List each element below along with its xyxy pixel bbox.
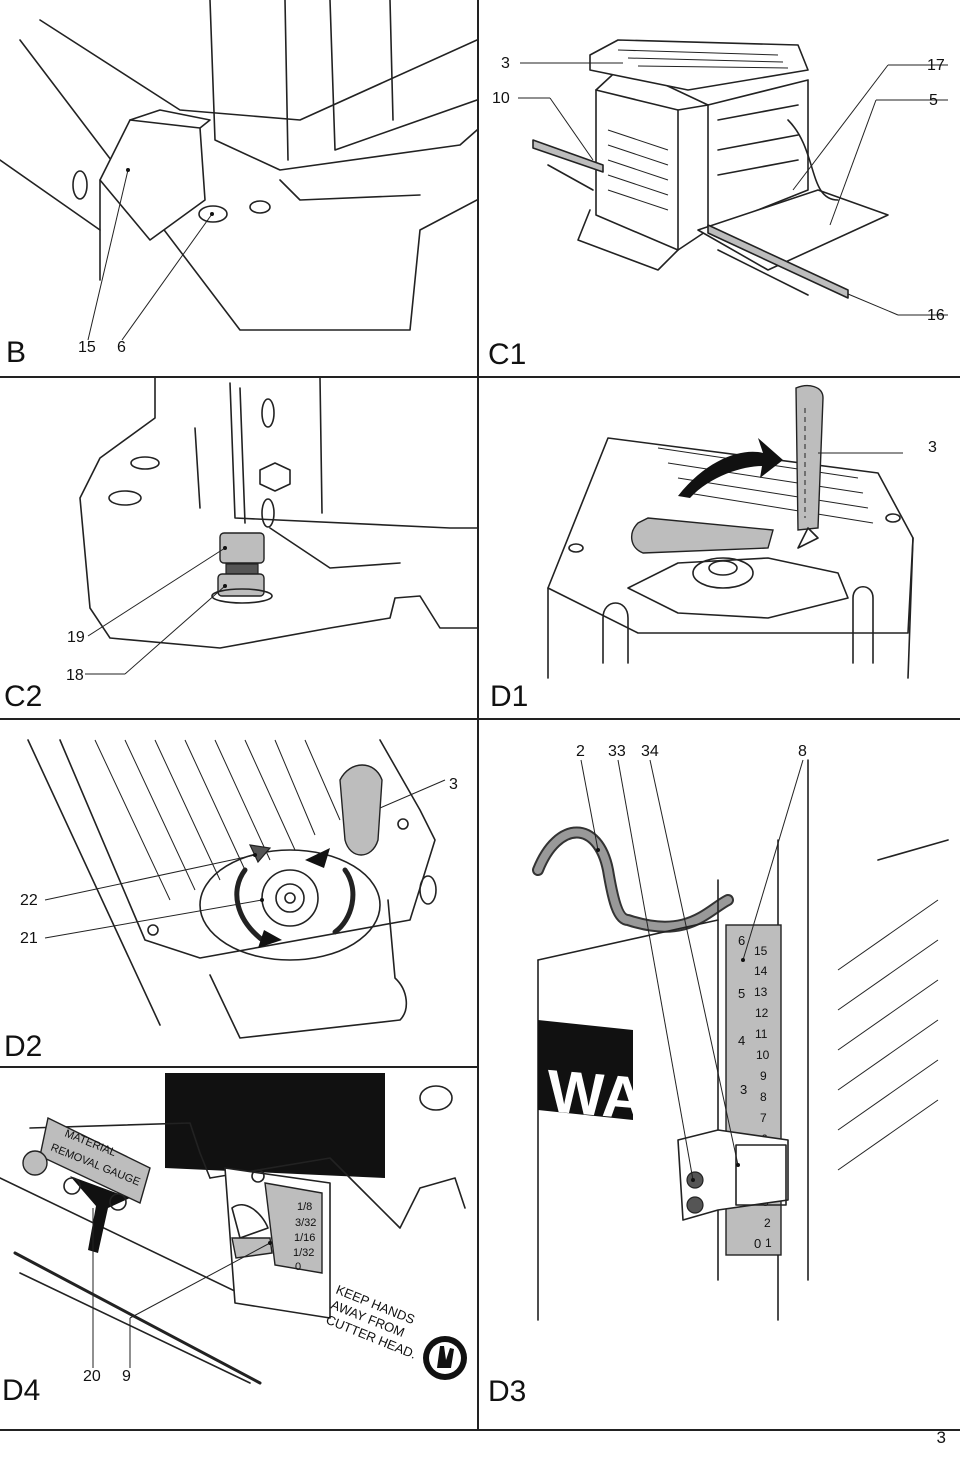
figure-c1-label: C1 — [488, 338, 527, 371]
figure-d3-illustration: WALT 6 5 4 3 2 1 0 15 14 13 12 11 10 9 8 — [532, 759, 949, 1321]
callout-16: 16 — [927, 307, 945, 324]
figure-d3: WALT 6 5 4 3 2 1 0 15 14 13 12 11 10 9 8 — [478, 720, 960, 1429]
svg-text:12: 12 — [755, 1006, 769, 1020]
callout-33: 33 — [608, 743, 626, 760]
gauge-mark-1-16: 1/16 — [294, 1232, 315, 1244]
gauge-mark-3-32: 3/32 — [295, 1217, 316, 1229]
svg-text:7: 7 — [760, 1111, 767, 1125]
callout-6: 6 — [117, 339, 126, 356]
figure-d4-label: D4 — [2, 1374, 41, 1407]
figure-c2-illustration — [79, 378, 477, 675]
gauge-mark-1-8: 1/8 — [297, 1201, 312, 1213]
svg-text:2: 2 — [764, 1216, 771, 1230]
callout-17: 17 — [927, 57, 945, 74]
callout-3: 3 — [501, 55, 510, 72]
svg-text:10: 10 — [756, 1048, 770, 1062]
figure-d4: MATERIAL REMOVAL GAUGE 1/8 3/32 1/16 1/3… — [0, 1068, 477, 1429]
horizontal-divider-1 — [0, 376, 960, 378]
callout-3: 3 — [449, 776, 458, 793]
horizontal-divider-2 — [0, 718, 960, 720]
callout-20: 20 — [83, 1368, 101, 1385]
callout-5: 5 — [929, 92, 938, 109]
vertical-divider — [477, 0, 479, 1430]
callout-2: 2 — [576, 743, 585, 760]
brand-fragment: WALT — [548, 1057, 714, 1138]
callout-21: 21 — [20, 930, 38, 947]
figure-d2: 3 22 21 D2 — [0, 720, 477, 1066]
horizontal-divider-left-3 — [0, 1066, 478, 1068]
callout-15: 15 — [78, 339, 96, 356]
svg-text:9: 9 — [760, 1069, 767, 1083]
figure-b: B 15 6 — [0, 0, 477, 376]
callout-19: 19 — [67, 629, 85, 646]
page-number: 3 — [936, 1428, 946, 1447]
callout-18: 18 — [66, 667, 84, 684]
figure-d1-label: D1 — [490, 680, 529, 713]
figure-d1: 3 D1 — [478, 378, 960, 718]
figure-d3-label: D3 — [488, 1375, 527, 1408]
figure-d2-illustration — [27, 739, 446, 1039]
svg-text:11: 11 — [755, 1027, 768, 1041]
figure-b-illustration — [0, 0, 477, 341]
figure-c2: 19 18 C2 — [0, 378, 477, 718]
svg-text:8: 8 — [760, 1090, 767, 1104]
gauge-mark-0: 0 — [295, 1261, 301, 1273]
figure-d1-illustration — [547, 385, 914, 679]
svg-text:6: 6 — [738, 933, 745, 948]
horizontal-divider-bottom — [0, 1429, 960, 1431]
figure-c1-illustration — [518, 39, 948, 316]
callout-3: 3 — [928, 439, 937, 456]
svg-text:0: 0 — [754, 1236, 761, 1251]
svg-text:4: 4 — [738, 1033, 745, 1048]
callout-9: 9 — [122, 1368, 131, 1385]
figure-d2-label: D2 — [4, 1030, 43, 1063]
callout-8: 8 — [798, 743, 807, 760]
figure-c2-label: C2 — [4, 680, 43, 713]
gauge-mark-1-32: 1/32 — [293, 1247, 314, 1259]
svg-text:5: 5 — [738, 986, 745, 1001]
callout-22: 22 — [20, 892, 38, 909]
figure-c1: 3 10 17 5 16 C1 — [478, 0, 960, 376]
svg-text:14: 14 — [754, 964, 768, 978]
callout-10: 10 — [492, 90, 510, 107]
figure-b-label: B — [6, 336, 27, 369]
callout-34: 34 — [641, 743, 659, 760]
svg-text:13: 13 — [754, 985, 768, 999]
figure-d4-illustration: MATERIAL REMOVAL GAUGE 1/8 3/32 1/16 1/3… — [0, 1073, 467, 1385]
svg-text:1: 1 — [765, 1236, 772, 1250]
svg-text:3: 3 — [740, 1082, 747, 1097]
svg-text:15: 15 — [754, 944, 768, 958]
